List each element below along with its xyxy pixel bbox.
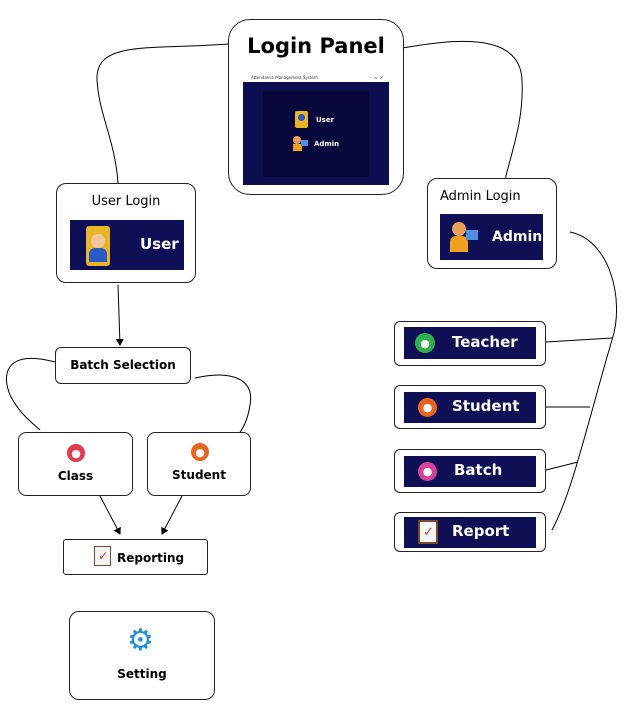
connector-admin-menu xyxy=(551,231,618,531)
report-label: Report xyxy=(452,522,510,540)
login-window-preview: Attendance Management System – ▫ ✕ User … xyxy=(243,73,389,185)
window-inner-panel xyxy=(263,91,369,177)
connector-admin-login xyxy=(401,40,523,181)
class-icon: ● xyxy=(67,444,85,462)
window-title: Attendance Management System xyxy=(251,75,318,80)
user-icon xyxy=(295,111,308,128)
connector-student xyxy=(194,374,252,441)
window-controls: – ▫ ✕ xyxy=(369,75,383,80)
user-option[interactable]: User xyxy=(295,111,334,128)
admin-button[interactable]: Admin xyxy=(440,214,543,260)
batch-icon: ● xyxy=(418,462,437,481)
student-label: Student xyxy=(172,468,226,482)
connector-batch-selection xyxy=(115,284,124,346)
window-title-bar: Attendance Management System – ▫ ✕ xyxy=(243,73,389,82)
connector-batch xyxy=(545,461,579,471)
batch-button[interactable]: ● Batch xyxy=(404,456,536,487)
report-button[interactable]: ✓ Report xyxy=(404,517,536,548)
teacher-label: Teacher xyxy=(452,333,518,351)
teacher-button[interactable]: ● Teacher xyxy=(404,327,536,359)
student-admin-button[interactable]: ● Student xyxy=(404,392,536,423)
user-folder-icon xyxy=(86,226,110,266)
admin-login-caption: Admin Login xyxy=(440,189,521,204)
student-icon: ● xyxy=(191,443,209,461)
setting-box[interactable]: ⚙ Setting xyxy=(69,611,215,700)
class-label: Class xyxy=(57,469,94,483)
reporting-label: Reporting xyxy=(117,551,185,565)
user-option-label: User xyxy=(316,115,335,124)
reporting-box[interactable]: ✓ Reporting xyxy=(63,539,208,575)
class-box[interactable]: ● Class xyxy=(18,432,133,496)
gear-icon: ⚙ xyxy=(127,623,154,658)
admin-person-icon xyxy=(450,222,480,254)
student-box[interactable]: ● Student xyxy=(147,432,251,496)
admin-option-label: Admin xyxy=(314,139,340,148)
batch-selection-box[interactable]: Batch Selection xyxy=(55,347,191,384)
report-icon: ✓ xyxy=(418,520,438,544)
user-button[interactable]: User xyxy=(70,220,184,270)
user-login-caption: User Login xyxy=(91,194,161,209)
setting-label: Setting xyxy=(117,667,167,681)
connector-teacher xyxy=(545,337,613,343)
admin-icon xyxy=(293,136,308,151)
admin-button-label: Admin xyxy=(492,229,543,245)
batch-selection-label: Batch Selection xyxy=(70,358,176,372)
user-button-label: User xyxy=(140,235,179,253)
login-panel-title: Login Panel xyxy=(247,34,385,58)
connector-user-login xyxy=(96,43,229,184)
batch-label: Batch xyxy=(454,461,503,479)
student-admin-label: Student xyxy=(452,397,520,415)
connector-student-reporting xyxy=(161,495,183,535)
connector-class-reporting xyxy=(99,495,121,535)
connector-class xyxy=(6,357,56,431)
teacher-icon: ● xyxy=(415,333,435,353)
admin-option[interactable]: Admin xyxy=(293,136,339,151)
report-clipboard-icon: ✓ xyxy=(94,546,111,566)
student-admin-icon: ● xyxy=(418,398,437,417)
